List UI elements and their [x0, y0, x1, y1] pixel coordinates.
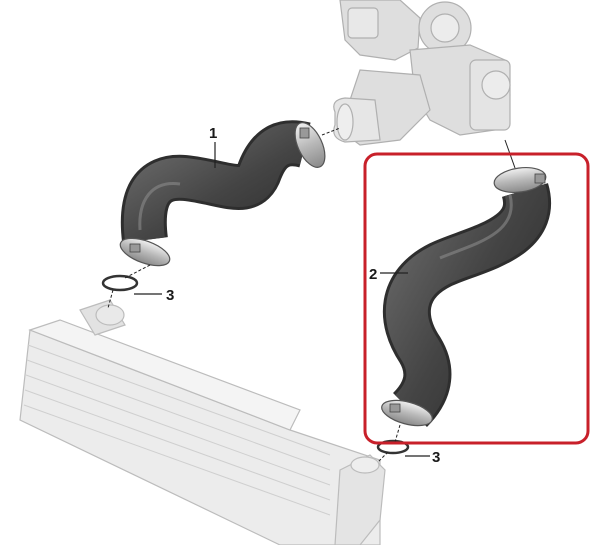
highlight-box: [363, 152, 590, 445]
o-ring-icon: [376, 439, 410, 455]
leader-lines: [134, 142, 430, 457]
intercooler-illustration: [19, 299, 386, 545]
callout-part-1: 1: [209, 125, 217, 142]
callout-part-3-left: 3: [166, 287, 174, 304]
hose-clamp-icon: [119, 237, 171, 267]
hose-clamp-icon: [493, 166, 547, 194]
o-ring-icon: [101, 274, 139, 292]
callout-part-2: 2: [369, 266, 377, 283]
hose-clamp-icon: [381, 399, 433, 427]
hose-clamp-icon: [294, 122, 326, 168]
hose-part-2: [381, 166, 551, 427]
turbocharger-illustration: [333, 0, 511, 146]
hose-part-1: [119, 120, 326, 267]
callout-part-3-right: 3: [432, 449, 440, 466]
